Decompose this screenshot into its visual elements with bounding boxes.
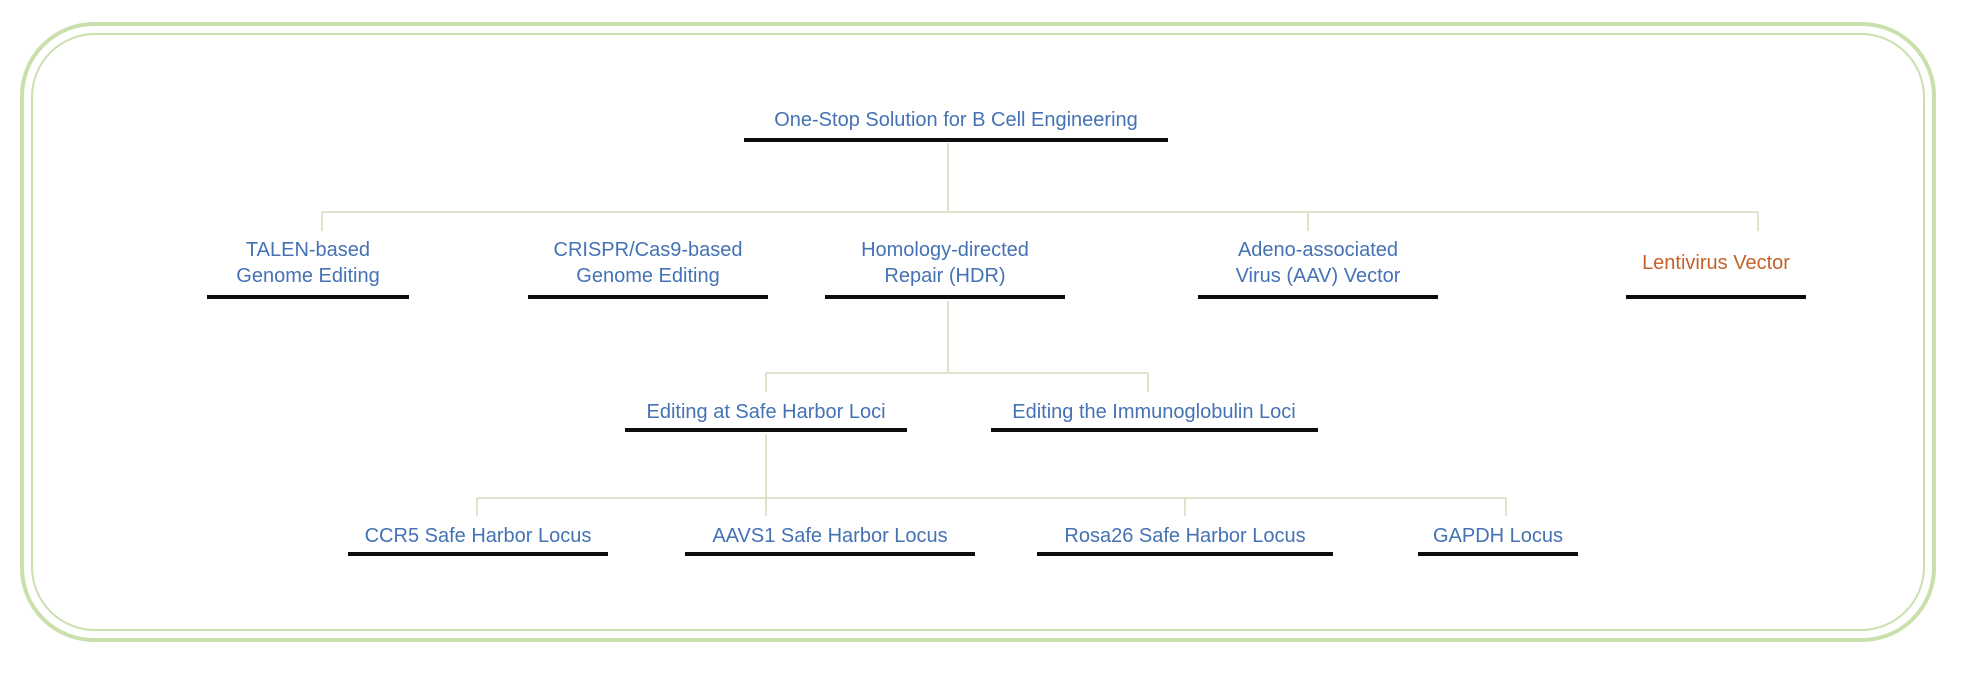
- node-aavs1-safe-harbor-locus: AAVS1 Safe Harbor Locus: [680, 522, 980, 556]
- node-underline: [990, 428, 1318, 432]
- node-aav-vector: Adeno-associated Virus (AAV) Vector: [1173, 233, 1463, 299]
- node-underline: [1626, 295, 1806, 299]
- node-label: GAPDH Locus: [1432, 525, 1564, 547]
- node-underline: [348, 552, 608, 556]
- node-label: AAVS1 Safe Harbor Locus: [712, 525, 948, 547]
- node-underline: [625, 428, 907, 432]
- node-label: CRISPR/Cas9-based Genome Editing: [553, 239, 743, 287]
- connector-level1: [321, 143, 1759, 231]
- node-underline: [528, 295, 768, 299]
- node-label: TALEN-based Genome Editing: [236, 239, 380, 287]
- node-editing-immunoglobulin-loci: Editing the Immunoglobulin Loci: [974, 398, 1334, 432]
- node-label: Homology-directed Repair (HDR): [861, 239, 1029, 287]
- node-talen-genome-editing: TALEN-based Genome Editing: [163, 233, 453, 299]
- node-label: Editing at Safe Harbor Loci: [646, 401, 886, 423]
- node-crispr-cas9-genome-editing: CRISPR/Cas9-based Genome Editing: [503, 233, 793, 299]
- node-ccr5-safe-harbor-locus: CCR5 Safe Harbor Locus: [328, 522, 628, 556]
- node-label: CCR5 Safe Harbor Locus: [364, 525, 592, 547]
- node-editing-safe-harbor-loci: Editing at Safe Harbor Loci: [586, 398, 946, 432]
- node-underline: [685, 552, 975, 556]
- node-root: One-Stop Solution for B Cell Engineering: [736, 104, 1176, 142]
- connector-level2: [765, 301, 1149, 392]
- node-underline: [1418, 552, 1578, 556]
- node-label: Rosa26 Safe Harbor Locus: [1064, 525, 1306, 547]
- node-rosa26-safe-harbor-locus: Rosa26 Safe Harbor Locus: [1035, 522, 1335, 556]
- node-label: Lentivirus Vector: [1642, 252, 1790, 274]
- node-label: One-Stop Solution for B Cell Engineering: [774, 109, 1138, 131]
- diagram-frame-inner: [31, 33, 1925, 631]
- diagram-frame-outer: [20, 22, 1936, 642]
- node-underline: [1037, 552, 1333, 556]
- node-underline: [207, 295, 409, 299]
- node-underline: [1198, 295, 1438, 299]
- node-homology-directed-repair: Homology-directed Repair (HDR): [800, 233, 1090, 299]
- node-lentivirus-vector: Lentivirus Vector: [1571, 233, 1861, 299]
- node-underline: [744, 138, 1168, 142]
- node-underline: [825, 295, 1065, 299]
- node-gapdh-locus: GAPDH Locus: [1348, 522, 1648, 556]
- node-label: Editing the Immunoglobulin Loci: [1012, 401, 1296, 423]
- node-label: Adeno-associated Virus (AAV) Vector: [1235, 239, 1401, 287]
- connector-level3: [476, 434, 1507, 516]
